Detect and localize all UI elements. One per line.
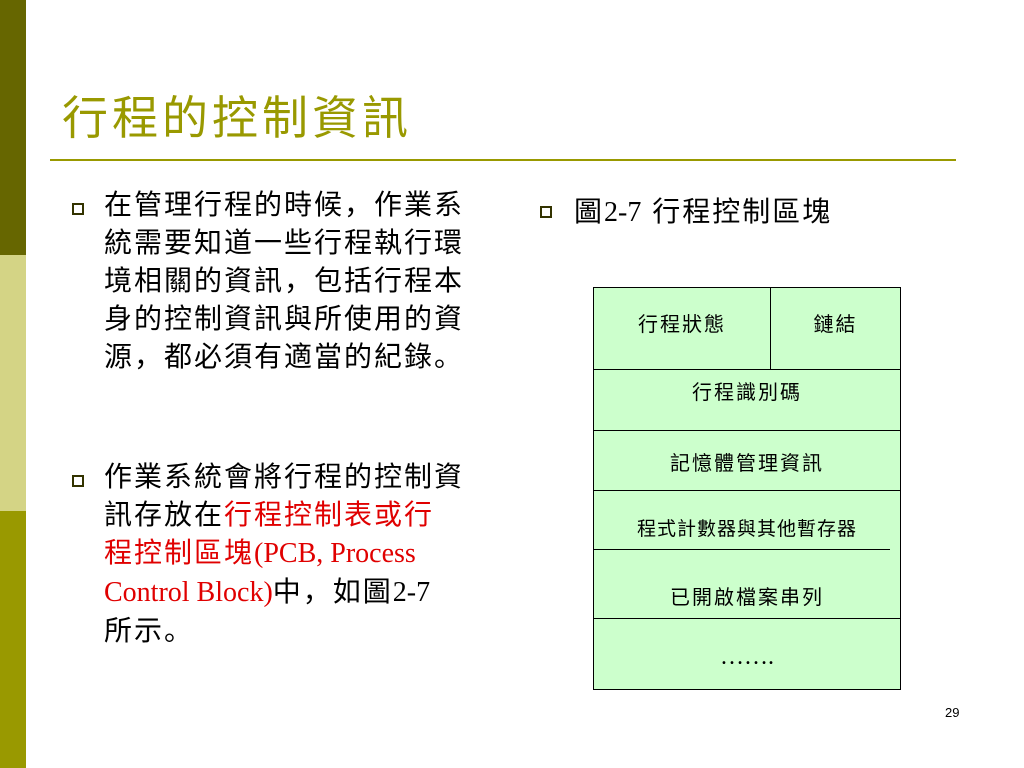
pcb-cell-link: 鏈結 [771, 288, 900, 370]
pcb-cell-process-state: 行程狀態 [594, 288, 771, 370]
pcb-row-open-files: 已開啟檔案串列 [594, 581, 900, 610]
bullet-1-content: 在管理行程的時候，作業系統需要知道一些行程執行環境相關的資訊，包括行程本身的控制… [104, 188, 465, 373]
left-decorative-bar [0, 0, 26, 768]
pcb-memory-info-label: 記憶體管理資訊 [670, 451, 824, 475]
bullet-2-prefix: 作業系統會將行程的控制資訊存放在 [104, 460, 465, 531]
figure-caption-text: 行程控制區塊 [652, 195, 833, 228]
figure-caption-prefix: 圖 [574, 195, 605, 228]
pcb-open-files-label: 已開啟檔案串列 [670, 585, 824, 609]
pcb-row-memory-info: 記憶體管理資訊 [594, 447, 900, 476]
page-number: 29 [945, 705, 960, 720]
bullet-2-suffix-figure-word: 圖 [362, 575, 393, 608]
slide-title: 行程的控制資訊 [62, 91, 412, 145]
bullet-2-text: 作業系統會將行程的控制資訊存放在行程控制表或行程控制區塊(PCB, Proces… [104, 458, 464, 650]
title-underline [50, 159, 956, 161]
pcb-row-more: ……. [594, 644, 900, 671]
pcb-more-label: ……. [720, 644, 774, 670]
pcb-process-state-label: 行程狀態 [638, 312, 726, 336]
pcb-divider-3 [594, 549, 890, 550]
bullet-1-square-icon [72, 203, 84, 215]
pcb-divider-4 [594, 618, 900, 619]
left-bar-olive-segment [0, 511, 26, 768]
bullet-2-highlight-latin: (PCB, Process Control Block) [104, 538, 416, 608]
bullet-2-highlight-cjk: 行程控制表或行程控制區塊 [104, 498, 435, 569]
pcb-link-label: 鏈結 [813, 312, 858, 336]
pcb-process-id-label: 行程識別碼 [692, 380, 802, 404]
pcb-diagram: 行程狀態 鏈結 行程識別碼 記憶體管理資訊 程式計數器與其他暫存器 已開啟檔案串… [593, 287, 901, 690]
pcb-registers-label: 程式計數器與其他暫存器 [636, 518, 857, 540]
pcb-row-registers: 程式計數器與其他暫存器 [594, 514, 900, 541]
bullet-2-square-icon [72, 475, 84, 487]
bullet-2-suffix-end: 所示。 [104, 614, 195, 647]
left-bar-dark-segment [0, 0, 26, 255]
pcb-row-process-id: 行程識別碼 [594, 376, 900, 405]
bullet-2-suffix-figure-number: 2-7 [392, 577, 431, 608]
bullet-2-suffix: 中，如 [272, 575, 363, 608]
pcb-divider-2 [594, 490, 900, 491]
left-bar-light-segment [0, 255, 26, 511]
figure-caption-number: 2-7 [604, 197, 642, 228]
figure-caption-square-icon [540, 206, 552, 218]
pcb-divider-1 [594, 430, 900, 431]
figure-caption: 圖2-7 行程控制區塊 [574, 193, 832, 232]
bullet-1-text: 在管理行程的時候，作業系統需要知道一些行程執行環境相關的資訊，包括行程本身的控制… [104, 186, 464, 376]
